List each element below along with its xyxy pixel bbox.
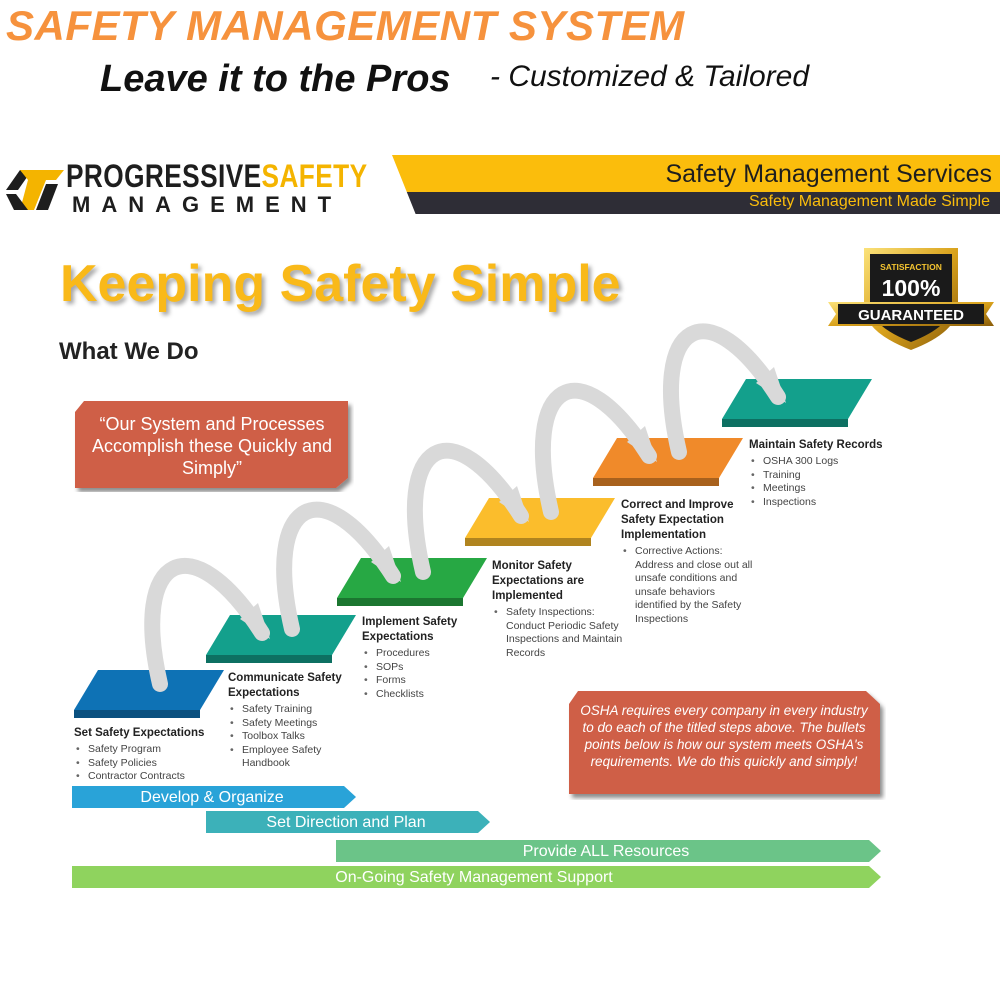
tagline-bold: Leave it to the Pros [100,58,451,100]
step-2-bullet: Toolbox Talks [230,730,346,744]
badge-line2: 100% [882,275,941,301]
tagline-rest: - Customized & Tailored [490,60,810,93]
step-plate-edge [465,538,591,546]
curved-arrow [407,442,529,580]
step-2-bullet: Safety Meetings [230,717,346,731]
step-2-bullet: Safety Training [230,703,346,717]
curved-arrow [535,382,657,520]
osha-note-box [569,691,880,794]
logo-word-progressive: PROGRESSIVE [66,158,262,194]
guarantee-badge-icon: SATISFACTION 100% GUARANTEED [828,248,994,350]
step-1-title: Set Safety Expectations [74,727,205,739]
step-plate [593,438,743,478]
step-6-bullets: OSHA 300 Logs Training Meetings Inspecti… [749,455,883,509]
curved-arrow [663,323,786,460]
step-3-bullet: Procedures [364,647,466,661]
arrow-head-icon [499,486,529,522]
step-2-bullet: Employee Safety Handbook [230,744,328,771]
step-4-bullets: Safety Inspections: Conduct Periodic Saf… [492,606,622,660]
arrow-head-icon [240,603,270,639]
banner-title: Safety Management Services [665,160,992,188]
curved-arrow [276,501,401,637]
step-6-bullet: OSHA 300 Logs [751,455,883,469]
step-3-title: Implement Safety Expectations [362,616,458,643]
banner-notch [386,155,416,215]
quote-text: “Our System and Processes Accomplish the… [91,414,333,478]
phase-bar [336,840,881,862]
step-1-bullet: Safety Program [76,743,204,757]
step-3-bullets: Procedures SOPs Forms Checklists [362,647,466,701]
step-3: Implement Safety Expectations Procedures… [362,615,466,701]
step-plate-edge [337,598,463,606]
phase-bar-label: Set Direction and Plan [266,814,426,831]
phase-bar-label: Develop & Organize [140,789,284,806]
step-plate-edge [206,655,332,663]
step-6-bullet: Inspections [751,496,883,510]
badge-line3: GUARANTEED [858,307,964,324]
subheadline: What We Do [59,338,199,365]
phase-bar-label: Provide ALL Resources [522,843,690,860]
arrow-head-icon [756,367,786,403]
step-2-bullets: Safety Training Safety Meetings Toolbox … [228,703,346,771]
step-3-bullet: SOPs [364,661,466,675]
banner-subtitle: Safety Management Made Simple [748,193,990,210]
phase-bar [72,786,356,808]
step-6-bullet: Meetings [751,482,883,496]
phase-bar [72,866,881,888]
step-3-bullet: Forms [364,674,466,688]
badge-line1: SATISFACTION [880,262,942,272]
step-plate [465,498,615,538]
step-1: Set Safety Expectations Safety Program S… [74,726,204,784]
step-plate-edge [74,710,200,718]
step-3-bullet: Checklists [364,688,466,702]
curved-arrow [144,557,270,692]
step-4-title: Monitor Safety Expectations are Implemen… [492,560,585,602]
step-plate [337,558,487,598]
step-2-title: Communicate Safety Expectations [228,672,342,699]
step-5-title: Correct and Improve Safety Expectation I… [621,499,734,541]
step-5: Correct and Improve Safety Expectation I… [621,498,752,626]
step-plate-edge [722,419,848,427]
logo-wordmark: PROGRESSIVESAFETY [66,158,368,195]
step-plate [722,379,872,419]
step-1-bullet: Contractor Contracts [76,770,204,784]
step-1-bullet: Safety Policies [76,757,204,771]
page-title: SAFETY MANAGEMENT SYSTEM [6,2,685,49]
step-6-bullet: Training [751,469,883,483]
osha-note-text: OSHA requires every company in every ind… [580,703,868,769]
step-4-bullet: Safety Inspections: Conduct Periodic Saf… [494,606,628,660]
arrow-head-icon [627,426,657,462]
step-2: Communicate Safety Expectations Safety T… [228,671,346,771]
step-6-title: Maintain Safety Records [749,439,883,451]
step-5-bullets: Corrective Actions: Address and close ou… [621,545,752,626]
company-logo-icon [6,170,64,210]
headline: Keeping Safety Simple [60,255,621,313]
step-plate [74,670,224,710]
step-1-bullets: Safety Program Safety Policies Contracto… [74,743,204,784]
step-4: Monitor Safety Expectations are Implemen… [492,559,622,660]
logo-word-management: MANAGEMENT [72,192,343,217]
banner-bar-dark [392,192,1000,214]
step-6: Maintain Safety Records OSHA 300 Logs Tr… [749,438,883,509]
banner-bar-yellow [392,155,1000,192]
quote-box [75,401,348,488]
phase-bar-label: On-Going Safety Management Support [335,869,613,886]
phase-bar [206,811,490,833]
arrow-head-icon [371,546,401,582]
step-5-bullet: Corrective Actions: Address and close ou… [623,545,753,626]
step-plate-edge [593,478,719,486]
logo-word-safety: SAFETY [261,158,368,194]
step-plate [206,615,356,655]
